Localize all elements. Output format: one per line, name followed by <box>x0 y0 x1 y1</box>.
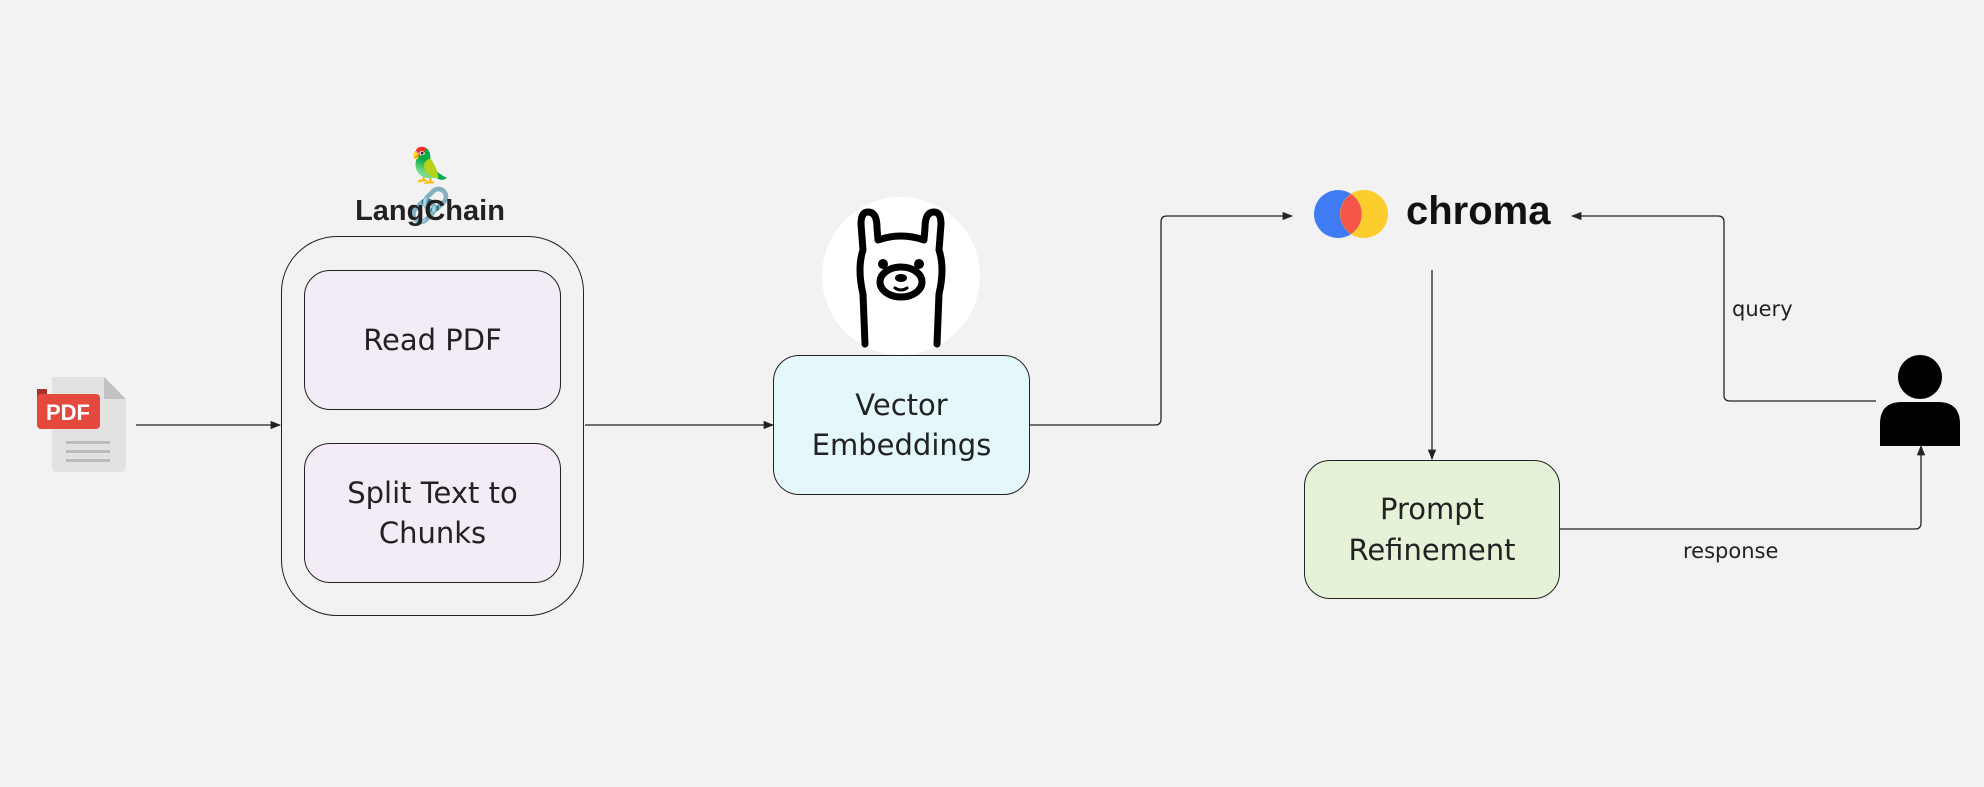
llama-icon <box>822 197 980 355</box>
langchain-emoji-icon: 🦜🔗 <box>408 146 452 226</box>
langchain-group <box>281 236 584 616</box>
split-text-node[interactable]: Split Text to Chunks <box>304 443 561 583</box>
response-label: response <box>1683 539 1779 563</box>
user-icon <box>1880 355 1960 446</box>
edge-vector-to-chroma <box>1030 211 1294 426</box>
chroma-wordmark: chroma <box>1406 189 1551 233</box>
edge-prompt-to-user-response <box>1560 444 1926 530</box>
langchain-title: LangChain <box>355 195 505 227</box>
edge-user-to-chroma-query <box>1570 211 1876 402</box>
prompt-refinement-node[interactable]: Prompt Refinement <box>1304 460 1560 599</box>
pdf-icon-label: PDF <box>46 400 90 425</box>
read-pdf-node[interactable]: Read PDF <box>304 270 561 410</box>
vector-embeddings-node[interactable]: Vector Embeddings <box>773 355 1030 495</box>
chroma-logo-icon <box>1314 190 1388 238</box>
pdf-file-icon: PDF <box>37 377 126 472</box>
query-label: query <box>1732 297 1793 321</box>
